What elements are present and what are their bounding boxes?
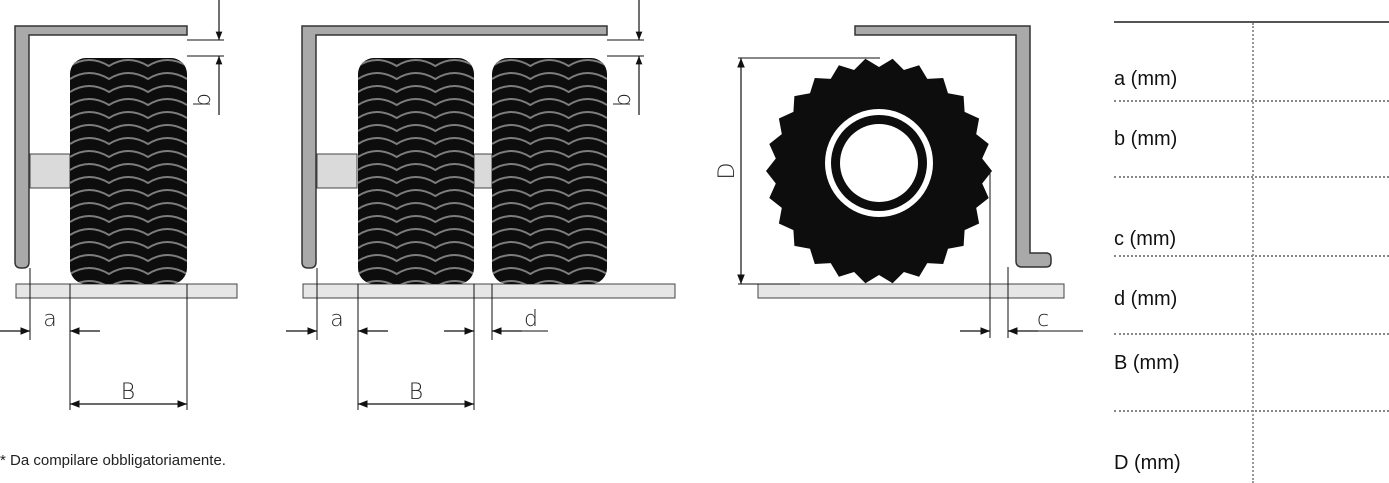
figure-side-view: D c: [715, 25, 1083, 338]
floor-plate: [302, 283, 676, 299]
tyre-clearance-diagram: b a B b a d B: [0, 0, 1083, 410]
value-cell-d[interactable]: [1256, 259, 1389, 331]
floor-plate: [15, 283, 238, 299]
value-cell-B[interactable]: [1256, 337, 1389, 408]
table-top-rule: [1114, 21, 1389, 23]
figure-single-tyre: b a B: [0, 0, 238, 410]
row-label-d: d (mm): [1114, 288, 1178, 310]
axle-between: [473, 153, 493, 189]
rim-hub: [840, 124, 918, 202]
dimension-b-label: b: [191, 93, 216, 107]
tyre-tread: [70, 58, 187, 284]
dimension-d-label: d: [524, 307, 538, 332]
row-divider: [1114, 333, 1389, 335]
axle: [29, 153, 71, 189]
tyre-tread-outer: [492, 58, 607, 284]
row-label-c: c (mm): [1114, 228, 1177, 250]
row-divider: [1114, 410, 1389, 412]
dimension-B-label: B: [121, 380, 135, 405]
dimension-a-label: a: [43, 307, 56, 332]
axle: [316, 153, 358, 189]
tyre-tread-inner: [358, 58, 474, 284]
dimension-entry-table: a (mm) b (mm) c (mm) d (mm) B (mm) D (mm…: [1114, 0, 1389, 483]
value-cell-b[interactable]: [1256, 104, 1389, 174]
row-label-B: B (mm): [1114, 352, 1180, 374]
row-label-D: D (mm): [1114, 452, 1181, 474]
dimension-D-label: D: [715, 163, 740, 180]
figure-twin-tyres: b a d B: [286, 0, 676, 410]
row-divider: [1114, 176, 1389, 178]
floor-plate: [757, 283, 1065, 299]
value-cell-a[interactable]: [1256, 58, 1389, 98]
table-column-divider: [1252, 23, 1254, 483]
row-label-b: b (mm): [1114, 128, 1178, 150]
dimension-a-label: a: [330, 307, 343, 332]
value-cell-D[interactable]: [1256, 414, 1389, 483]
dimension-b-label: b: [611, 93, 636, 107]
dimension-B-label: B: [409, 380, 423, 405]
row-divider: [1114, 100, 1389, 102]
value-cell-c[interactable]: [1256, 180, 1389, 253]
row-label-a: a (mm): [1114, 68, 1178, 90]
mandatory-footnote: * Da compilare obbligatoriamente.: [0, 452, 226, 469]
row-divider: [1114, 255, 1389, 257]
fender-frame: [301, 25, 608, 269]
fender-frame: [14, 25, 188, 269]
dimension-c-label: c: [1037, 307, 1049, 332]
fender-frame-side: [854, 25, 1052, 268]
